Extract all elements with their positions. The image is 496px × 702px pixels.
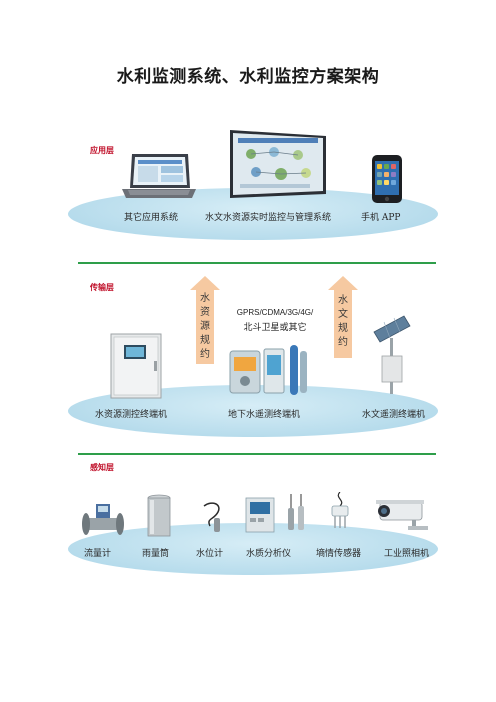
water-quality-analyzer-image: [244, 496, 276, 538]
app-mobile-app: 手机 APP: [361, 213, 401, 223]
water-resource-protocol-arrow: 水 资 源 规 约: [190, 276, 220, 364]
right-arrow-char: 规: [338, 323, 348, 334]
monitoring-screen-image: [226, 128, 332, 204]
left-arrow-char: 水: [200, 293, 210, 304]
sensing-layer-label: 感知层: [90, 463, 114, 472]
sensor-rain-gauge: 雨量筒: [142, 549, 170, 559]
right-arrow-char: 水: [338, 295, 348, 306]
page-title: 水利监测系统、水利监控方案架构: [116, 67, 380, 87]
divider-transport-sensing: [78, 453, 436, 455]
groundwater-terminal-image: [226, 345, 316, 401]
water-quality-probes-image: [285, 494, 309, 538]
flow-meter-image: [80, 498, 126, 542]
sensor-water-quality: 水质分析仪: [246, 549, 292, 559]
app-other-systems: 其它应用系统: [124, 213, 179, 223]
water-resource-terminal-image: [110, 333, 162, 403]
left-arrow-char: 约: [200, 349, 210, 360]
laptop-image: [118, 152, 198, 206]
right-arrow-char: 约: [338, 337, 348, 348]
right-arrow-char: 文: [338, 309, 348, 320]
terminal-water-resource: 水资源测控终端机: [95, 410, 168, 420]
left-arrow-char: 规: [200, 335, 210, 346]
divider-application-transport: [78, 262, 436, 264]
water-level-sensor-image: [200, 500, 230, 538]
sensor-water-level: 水位计: [196, 549, 224, 559]
application-layer-label: 应用层: [90, 146, 114, 155]
rain-gauge-image: [146, 494, 172, 542]
hydrology-protocol-arrow: 水 文 规 约: [328, 276, 358, 358]
terminal-hydrology: 水文遥测终端机: [362, 410, 426, 420]
hydrology-terminal-image: [368, 312, 414, 400]
sensor-industrial-camera: 工业照相机: [384, 549, 430, 559]
industrial-camera-image: [374, 496, 434, 536]
left-arrow-char: 资: [200, 307, 210, 318]
sensor-flow-meter: 流量计: [84, 549, 112, 559]
phone-image: [370, 154, 404, 208]
network-types: GPRS/CDMA/3G/4G/: [236, 308, 314, 317]
terminal-groundwater: 地下水遥测终端机: [228, 410, 301, 420]
network-satellite: 北斗卫星或其它: [243, 323, 307, 333]
soil-moisture-sensor-image: [324, 491, 356, 534]
sensor-soil-moisture: 墒情传感器: [316, 549, 362, 559]
transport-layer-label: 传输层: [90, 283, 114, 292]
left-arrow-char: 源: [200, 321, 210, 332]
app-hydrology-system: 水文水资源实时监控与管理系统: [205, 213, 332, 223]
